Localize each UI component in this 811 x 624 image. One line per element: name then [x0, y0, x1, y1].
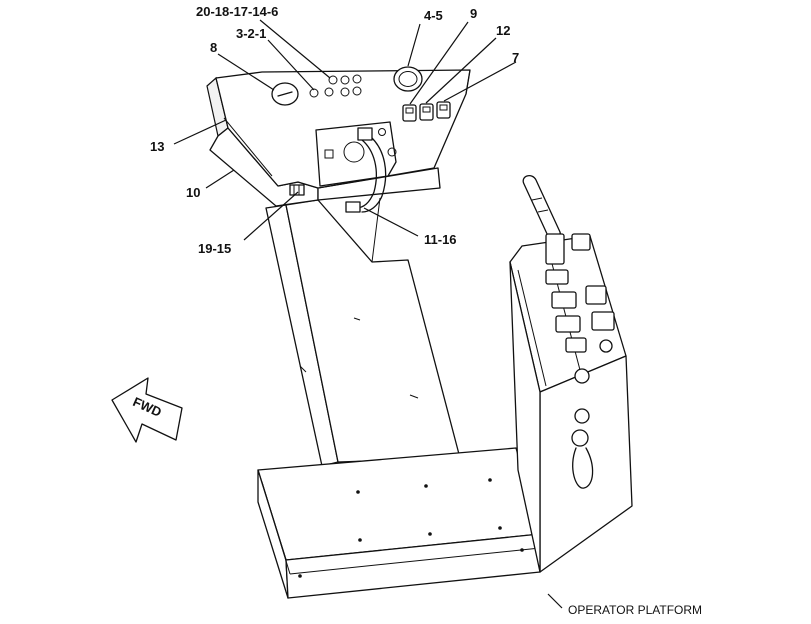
key-switch [271, 82, 299, 106]
callout-12: 12 [496, 23, 510, 38]
ignition-lanyard [571, 408, 594, 489]
callout-13: 13 [150, 139, 164, 154]
callout-11-16: 11-16 [424, 232, 457, 247]
callout-10: 10 [186, 185, 200, 200]
callout-7: 7 [512, 50, 519, 65]
operator-platform [257, 447, 541, 599]
callout-labels: 20-18-17-14-6 3-2-1 8 4-5 9 12 7 13 10 1… [150, 4, 702, 617]
connector [289, 184, 305, 196]
joystick [522, 174, 591, 265]
callout-19-15: 19-15 [198, 241, 231, 256]
callout-4-5: 4-5 [424, 8, 443, 23]
rocker-switches [402, 101, 451, 122]
control-console [206, 66, 471, 213]
indicator-lights [309, 74, 362, 98]
callout-20-18-17-14-6: 20-18-17-14-6 [196, 4, 278, 19]
callout-9: 9 [470, 6, 477, 21]
operator-platform-label: OPERATOR PLATFORM [568, 603, 702, 617]
callout-8: 8 [210, 40, 217, 55]
leader-lines [173, 19, 563, 609]
fwd-arrow: FWD [111, 377, 183, 443]
gauge [393, 66, 423, 92]
side-control-tower [509, 174, 633, 573]
callout-3-2-1: 3-2-1 [236, 26, 266, 41]
